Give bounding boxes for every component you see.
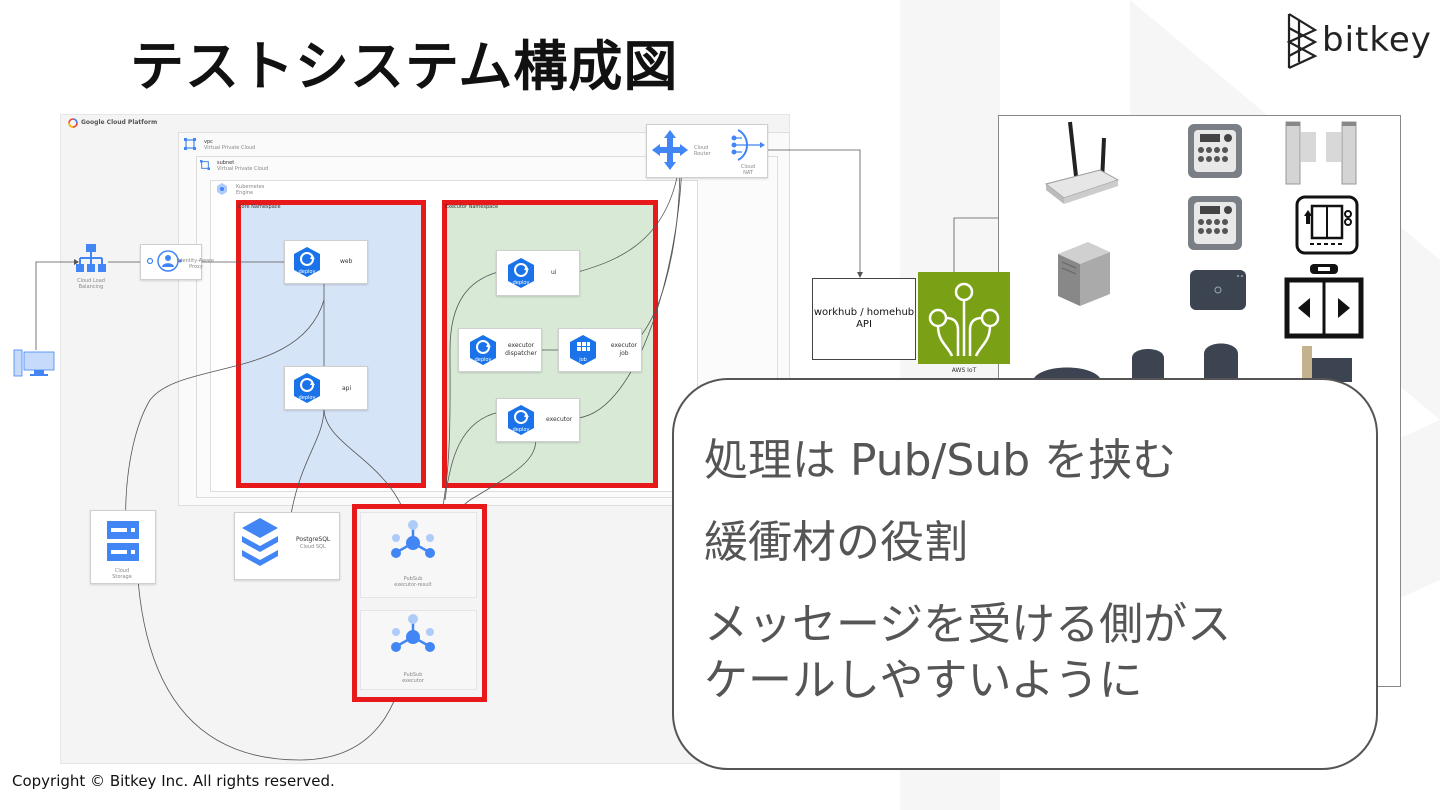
callout-line-2: 緩衝材の役割: [704, 506, 968, 570]
aws-iot-label: AWS IoT: [918, 367, 1010, 374]
lb-label-2: Balancing: [72, 284, 110, 290]
service-ui-label: ui: [551, 269, 556, 276]
callout-line-4: ケールしやすいように: [704, 644, 1143, 708]
service-web-label: web: [340, 258, 352, 265]
deploy-icon: deploy: [506, 257, 536, 289]
cloud-nat-icon: [726, 126, 766, 164]
sql-label-2: Cloud SQL: [300, 544, 326, 550]
deploy-icon-label: deploy: [299, 395, 316, 401]
executor-to-router-line: [578, 160, 682, 418]
tag-device-icon: [1202, 336, 1240, 384]
keypad-device-icon: [1186, 194, 1244, 252]
workhub-api-label-2: API: [814, 319, 914, 331]
service-executor-label: executor: [546, 416, 572, 423]
client-to-lb-line: [36, 262, 74, 350]
workhub-api-label-1: workhub / homehub: [814, 307, 914, 319]
ui-line: [440, 272, 498, 520]
job-label-2: job: [610, 350, 638, 357]
cloud-load-balancing-icon: [74, 242, 108, 276]
deploy-icon-label: deploy: [475, 357, 492, 363]
deploy-icon: deploy: [506, 404, 536, 436]
server-icon: [1052, 240, 1114, 308]
deploy-icon: deploy: [468, 334, 498, 366]
nat-to-workhub-line: [766, 150, 860, 276]
job-label-1: executor: [610, 342, 638, 349]
callout-line-3: メッセージを受ける側がス: [704, 588, 1231, 652]
service-api-label: api: [342, 385, 351, 392]
automatic-door-icon: [1284, 262, 1364, 340]
cloud-storage-icon: [106, 520, 140, 562]
storage-label-2: Storage: [96, 574, 148, 580]
cloud-router-icon: [650, 128, 690, 172]
iot-to-devices-line: [954, 218, 1004, 276]
nat-label-2: NAT: [738, 170, 758, 176]
deploy-icon: deploy: [292, 246, 322, 278]
deploy-icon-label: deploy: [513, 280, 530, 286]
deploy-icon-label: deploy: [513, 427, 530, 433]
pubsub-2-label-2: executor: [380, 678, 446, 684]
aws-iot-icon: [918, 272, 1010, 364]
pubsub-icon: [388, 612, 438, 662]
keypad-device-icon: [1186, 122, 1244, 180]
job-icon: job: [568, 334, 598, 366]
router-label-2: Router: [694, 151, 711, 157]
deploy-icon: deploy: [292, 372, 322, 404]
dispatcher-label-2: dispatcher: [505, 350, 537, 357]
iap-label-2: Proxy: [176, 264, 216, 270]
pubsub-icon: [388, 518, 438, 568]
deploy-icon-label: deploy: [299, 269, 316, 275]
router-device-icon: [1040, 118, 1120, 214]
dispatcher-label-1: executor: [507, 342, 535, 349]
security-gate-icon: [1282, 118, 1366, 188]
workhub-api-box: workhub / homehub API: [812, 278, 916, 360]
elevator-icon: [1294, 194, 1360, 256]
sql-label-1: PostgreSQL: [296, 536, 330, 543]
callout-line-1: 処理は Pub/Sub を挟む: [704, 424, 1176, 488]
api-to-sql-line: [290, 408, 324, 520]
job-icon-label: job: [578, 357, 587, 363]
cloud-sql-icon: [240, 516, 280, 570]
job-to-router-line: [625, 160, 680, 350]
pubsub-1-label-2: executor-result: [380, 582, 446, 588]
lock-device-icon: [1296, 342, 1356, 382]
smart-lock-device-icon: [1188, 268, 1248, 312]
client-computer-icon: [12, 346, 58, 380]
copyright-text: Copyright © Bitkey Inc. All rights reser…: [12, 772, 335, 790]
